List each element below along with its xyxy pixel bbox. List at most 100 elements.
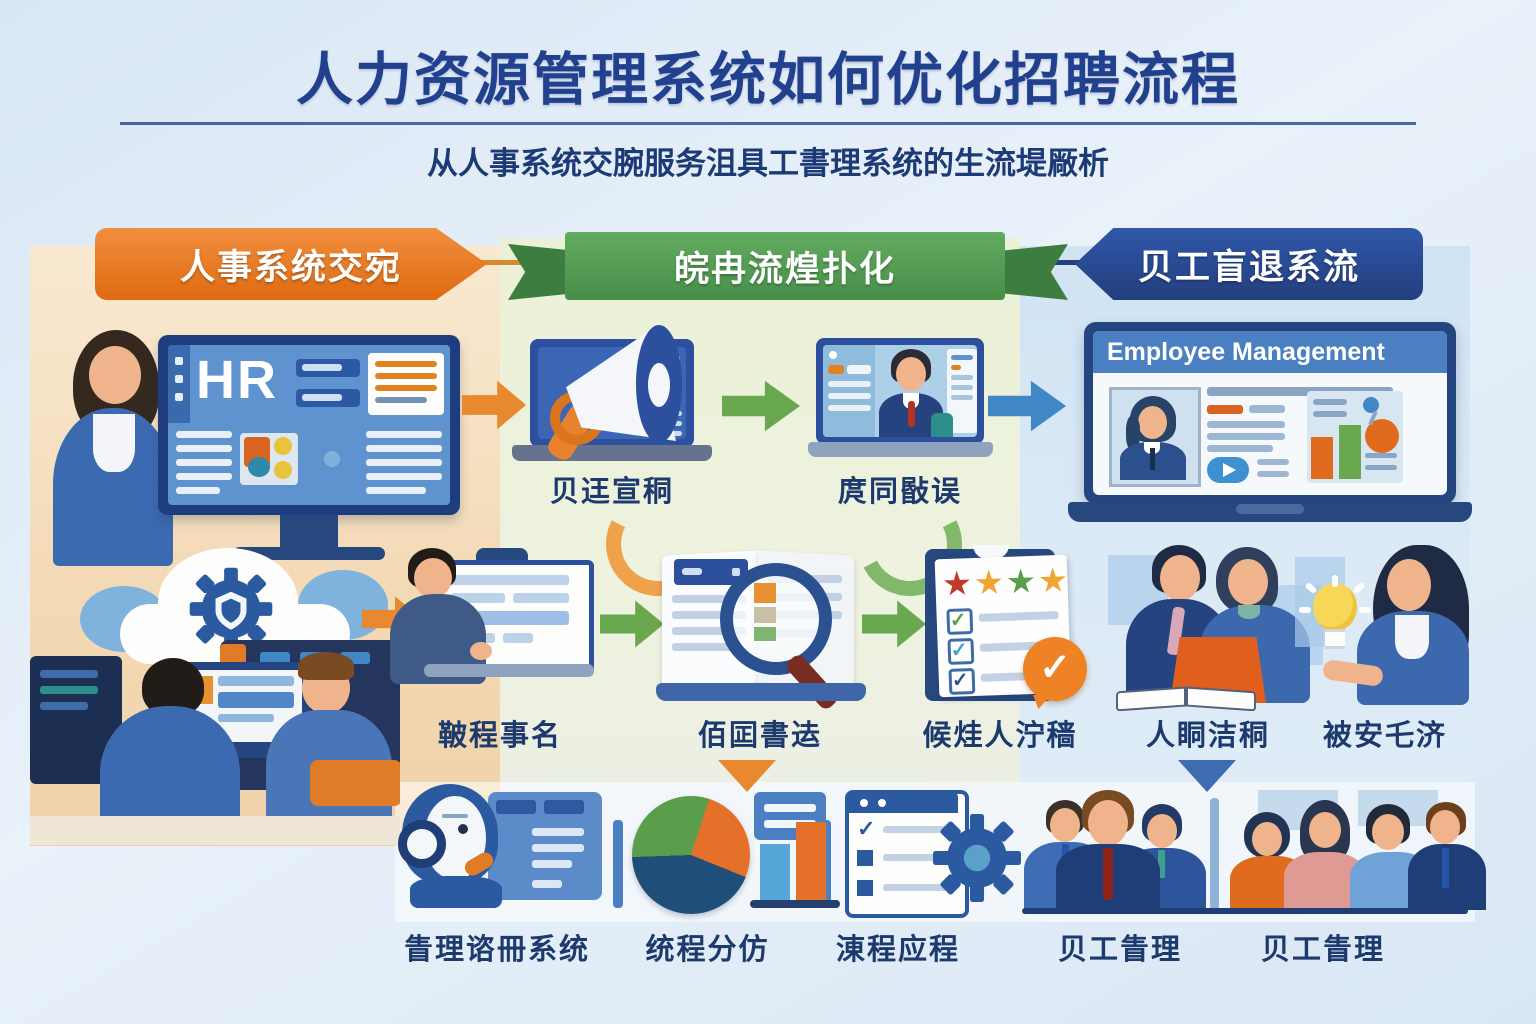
doc-line: [672, 611, 746, 619]
text-line: [532, 844, 584, 852]
pie-chart: [632, 796, 750, 914]
row3-item4-label: 贝工眚理: [1057, 934, 1182, 966]
text-line: [1257, 471, 1289, 477]
row3-item3-label: 涷程应程: [835, 934, 960, 966]
desk-surface: [30, 816, 400, 845]
employee-management-laptop: Employee Management: [1068, 322, 1472, 526]
presenter-woman: [45, 330, 263, 566]
text-line: [682, 568, 702, 575]
magnifier-icon: [710, 563, 860, 712]
form-line: [451, 593, 505, 603]
it-team-scene: [30, 640, 400, 845]
chart-baseline: [750, 900, 840, 908]
laptop-hinge-notch: [1236, 504, 1304, 514]
text-line: [366, 445, 442, 452]
text-line: [1365, 465, 1397, 470]
photo-hair-side: [1126, 416, 1140, 450]
dot: [732, 568, 740, 576]
interviewee-avatar: [877, 349, 945, 437]
person-face: [1309, 812, 1341, 848]
task-check: ✓: [857, 818, 875, 840]
text-line: [828, 405, 871, 411]
text-line: [532, 828, 584, 836]
candidate-face: [1228, 559, 1268, 605]
check-line: [978, 611, 1059, 622]
task-line: [883, 884, 949, 891]
row2-step4-label: 人眮洁秱: [1145, 720, 1270, 752]
check-glyph: ✓: [857, 816, 876, 841]
chip-tan: [754, 607, 776, 623]
check-glyph: ✓: [949, 609, 967, 632]
bubble-blue: [1363, 397, 1379, 413]
hr-screen-text: HR: [196, 350, 278, 410]
person-tie: [1158, 850, 1165, 878]
automation-gear-icon: [933, 814, 1021, 902]
video-interview-laptop: [808, 338, 993, 463]
section-banner-hr-system: 人事系统交宛: [95, 228, 487, 300]
hr-monitor: HR: [158, 335, 460, 560]
person-face: [1430, 810, 1460, 844]
text-line: [218, 692, 294, 708]
dot: [878, 799, 886, 807]
text-line: [375, 373, 437, 379]
text-line: [951, 355, 973, 360]
person-tie: [1103, 848, 1113, 900]
text-line: [302, 394, 342, 401]
text-line: [532, 880, 562, 888]
text-line: [366, 487, 426, 494]
badge-check-glyph: ✓: [1039, 647, 1071, 689]
text-line: [218, 714, 274, 722]
text-line: [366, 459, 442, 466]
text-line: [1365, 453, 1397, 458]
bar-lightblue: [760, 844, 790, 902]
row2-step1-label: 鞁程事名: [437, 720, 562, 752]
section-banner-employee-mgmt-label: 贝工盲退系流: [1137, 247, 1360, 287]
check-glyph: ✓: [950, 639, 968, 662]
presenter-shirt: [93, 414, 135, 472]
teal-circle: [248, 457, 270, 477]
play-button: [1207, 457, 1249, 483]
analytics-icon: [632, 790, 847, 914]
row2-step5-label: 被安乇济: [1322, 720, 1447, 752]
approved-badge: ✓: [1023, 637, 1087, 701]
resume-review-scene: [656, 535, 866, 712]
text-line: [828, 381, 871, 387]
screen-shapes-card: [240, 433, 298, 485]
section-banner-hr-system-label: 人事系统交宛: [179, 247, 402, 287]
text-line: [828, 393, 871, 399]
star-icon: [943, 570, 971, 598]
chip-green: [754, 627, 776, 641]
desk-monitor: [178, 662, 310, 758]
sidebar-dot: [175, 357, 183, 365]
orange-line: [1207, 405, 1243, 414]
bulb-ray: [1352, 581, 1366, 595]
consultant-shirt: [1395, 615, 1429, 659]
text-line: [218, 676, 294, 686]
sidebar-dot: [175, 375, 183, 383]
robot-eye: [458, 824, 468, 834]
text-line: [366, 431, 442, 438]
laptop-screen-inner: Employee Management: [1093, 331, 1447, 495]
hr-meeting-scene: [1108, 545, 1328, 712]
star-icon: [975, 569, 1003, 597]
sidebar-dot: [175, 393, 183, 401]
chip-orange: [754, 583, 776, 603]
text-line: [1207, 421, 1285, 428]
video-step-label: 庹同敯误: [837, 476, 962, 508]
text-line: [40, 686, 98, 694]
page-title: 人力资源管理系统如何优化招聘流程: [296, 48, 1240, 112]
doc-header: [848, 793, 958, 813]
ai-support-icon: [398, 784, 602, 909]
text-line: [951, 375, 973, 380]
book-base: [656, 683, 866, 701]
process-automation-icon: ✓: [845, 786, 1021, 918]
orange-connector-line: [468, 260, 568, 265]
employee-group-a: [1022, 790, 1207, 912]
panel-light: [260, 652, 290, 664]
hand-sleeve: [931, 413, 953, 437]
employee-group-b: [1230, 790, 1486, 912]
applicant-face: [414, 558, 452, 598]
manager-face: [1160, 555, 1200, 601]
text-line: [1257, 459, 1289, 465]
text-line: [176, 473, 232, 480]
